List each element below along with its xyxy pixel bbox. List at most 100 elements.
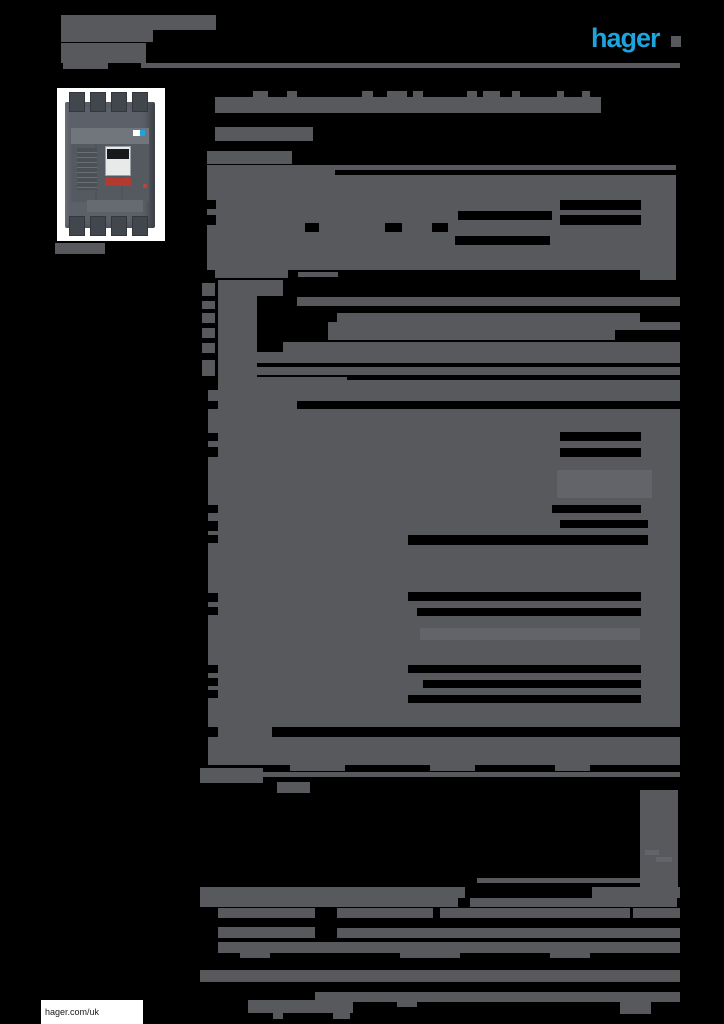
bottom-band [200,970,680,982]
redacted-text-block [640,270,676,280]
redacted-text-block [560,215,641,225]
chart-label [277,782,310,793]
breaker-toggle-knob [107,149,129,159]
redacted-text-block [423,680,641,688]
redacted-text-block [400,953,460,958]
redacted-text-block [202,343,215,353]
chart-right-column [640,790,678,887]
redacted-text-block [430,765,475,771]
redacted-text-block [362,91,373,97]
redacted-text-block [328,330,615,340]
redacted-text-block [550,953,590,958]
redacted-text-block [458,211,552,220]
breaker-toggle [105,146,131,176]
redacted-text-block [218,377,347,391]
redacted-text-block [290,765,345,771]
table2 [208,390,680,765]
redacted-text-block [218,927,315,938]
breaker-upper-band [71,128,149,144]
hager-logo: hager [591,23,661,53]
redacted-text-block [272,727,680,737]
redacted-text-block [208,690,218,698]
breaker-terminal [90,92,106,112]
redacted-text-block [397,1002,417,1007]
redacted-text-block [200,898,458,907]
redacted-text-block [440,908,630,918]
header-rule [141,63,680,68]
redacted-text-block [552,505,641,513]
redacted-text-block [413,91,423,97]
breaker-brand-chip [133,130,145,136]
redacted-text-block [283,342,680,352]
redacted-text-block [208,678,218,686]
redacted-text-block [208,665,218,673]
redacted-text-block [207,215,216,225]
doc-title [215,97,601,113]
redacted-text-block [208,521,218,531]
redacted-text-block [483,91,500,97]
breaker-terminal [111,92,127,112]
redacted-text-block [208,607,218,615]
footer-page-indicator [620,1000,651,1014]
redacted-text-block [582,91,590,97]
redacted-text-block [387,91,407,97]
redacted-text-block [200,887,465,898]
redacted-text-block [208,535,218,543]
header-line [61,30,153,42]
redacted-text-block [470,898,677,907]
chart-top-rule [253,772,680,777]
redacted-text-block [512,91,520,97]
redacted-text-block [347,380,680,390]
redacted-text-block [208,433,218,441]
header-line [61,43,146,63]
redacted-text-block [328,322,680,330]
redacted-text-block [337,928,680,938]
redacted-text-block [202,313,215,323]
redacted-text-block [208,447,218,457]
redacted-text-block [408,535,648,545]
redacted-text-block [287,91,297,97]
redacted-text-block [200,768,263,783]
breaker-bottom-label [87,200,143,212]
redacted-text-block [417,608,641,616]
redacted-text-block [273,1013,283,1019]
logo-mark [671,36,681,47]
redacted-text-block [257,352,680,363]
header-line [63,63,108,69]
breaker-test-button [143,184,147,188]
redacted-text-block [557,91,564,97]
redacted-text-block [467,91,477,97]
section1-label [207,151,292,164]
redacted-text-block [333,1013,350,1019]
redacted-text-block [592,887,680,898]
breaker-rating-strip [105,178,131,186]
redacted-text-block [202,283,215,296]
redacted-text-block [335,170,676,175]
redacted-text-block [560,200,641,210]
redacted-text-block [315,992,680,1002]
redacted-text-block [297,401,680,409]
redacted-text-block [408,695,641,703]
redacted-text-block [385,223,402,232]
redacted-text-block [432,223,448,232]
redacted-text-block [337,313,640,322]
breaker-terminal [132,216,148,236]
redacted-text-block [633,908,680,918]
redacted-text-block [455,236,550,245]
redacted-text-block [202,360,215,376]
section2-label [218,280,283,296]
redacted-text-block [208,401,218,409]
footer-website-box: hager.com/uk [41,1000,143,1024]
redacted-text-block [560,448,641,457]
breaker-terminal [90,216,106,236]
redacted-text-block [257,367,680,375]
redacted-text-block [408,592,641,601]
redacted-text-block [420,628,640,640]
redacted-text-block [557,470,652,498]
footer-website-link[interactable]: hager.com/uk [45,1007,100,1017]
breaker-terminal [132,92,148,112]
redacted-text-block [208,505,218,513]
redacted-text-block [305,223,319,232]
header-title-line [61,15,216,30]
